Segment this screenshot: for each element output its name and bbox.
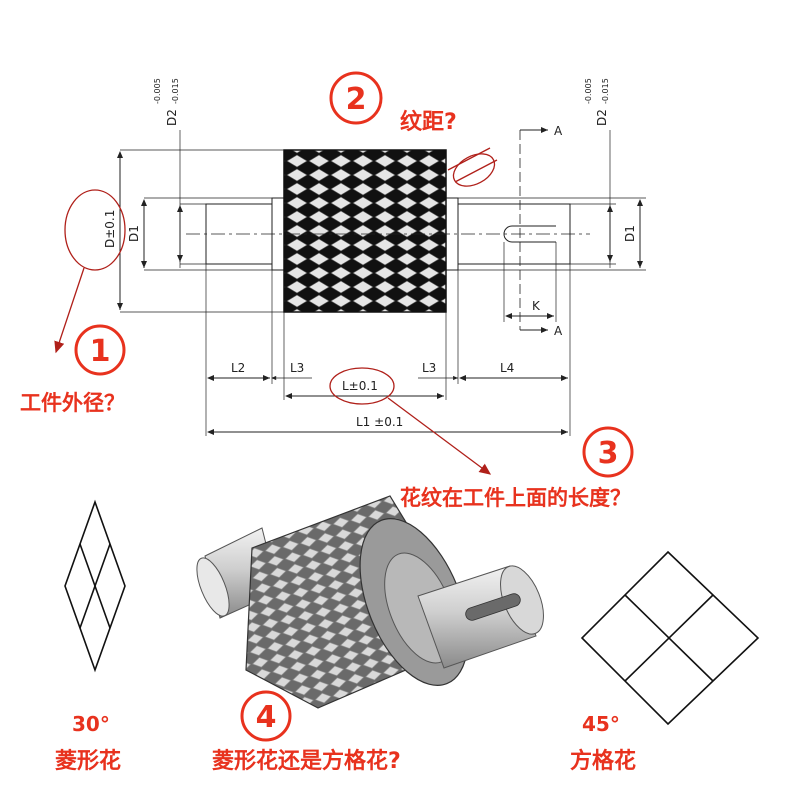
dim-l4: L4 xyxy=(500,361,514,375)
dim-d2-right: D2 xyxy=(595,109,609,126)
dim-l: L±0.1 xyxy=(342,379,378,393)
dim-d1-right: D1 xyxy=(623,225,637,242)
square-angle: 45° xyxy=(582,712,620,736)
square-knurl-diagram xyxy=(580,550,760,726)
dim-l2: L2 xyxy=(231,361,245,375)
callout-3-number: 3 xyxy=(598,436,619,471)
callout-1-number: 1 xyxy=(90,334,111,369)
dim-l3-right: L3 xyxy=(422,361,436,375)
callout-1: 1 xyxy=(74,324,126,376)
dim-d2-left: D2 xyxy=(165,109,179,126)
dim-l1: L1 ±0.1 xyxy=(356,415,403,429)
dim-d: D±0.1 xyxy=(103,210,117,248)
d2-right-tol-lower: -0.015 xyxy=(601,78,610,104)
leader-knurl-length xyxy=(387,397,492,475)
callout-3-text: 花纹在工件上面的长度？ xyxy=(400,486,631,510)
knurled-part-render xyxy=(196,495,544,709)
diamond-name: 菱形花 xyxy=(55,748,121,774)
dim-d1-left: D1 xyxy=(127,225,141,242)
highlight-outer-diameter xyxy=(64,189,126,271)
callout-2-text: 纹距? xyxy=(400,109,457,135)
callout-2-number: 2 xyxy=(346,82,367,117)
dim-k: K xyxy=(532,299,541,313)
callout-4: 4 xyxy=(240,690,292,742)
section-label-top: A xyxy=(554,124,563,138)
leader-outer-diameter xyxy=(54,267,85,354)
d2-left-tol-lower: -0.015 xyxy=(171,78,180,104)
d2-right-tol-upper: -0.005 xyxy=(584,78,593,104)
callout-2: 2 xyxy=(329,71,383,125)
section-label-bottom: A xyxy=(554,324,563,338)
diamond-knurl-diagram xyxy=(64,499,126,673)
dim-l3-left: L3 xyxy=(290,361,304,375)
callout-4-number: 4 xyxy=(256,700,277,735)
callout-1-text: 工件外径？ xyxy=(20,391,125,415)
square-name: 方格花 xyxy=(570,748,636,774)
callout-marks xyxy=(54,147,498,475)
highlight-knurl-length xyxy=(329,367,395,405)
callout-3: 3 xyxy=(582,426,634,478)
diamond-angle: 30° xyxy=(72,712,110,736)
technical-drawing xyxy=(117,127,646,436)
callout-4-text: 菱形花还是方格花? xyxy=(212,748,401,774)
d2-left-tol-upper: -0.005 xyxy=(153,78,162,104)
knurled-body xyxy=(283,149,447,313)
highlight-pitch xyxy=(452,153,496,187)
